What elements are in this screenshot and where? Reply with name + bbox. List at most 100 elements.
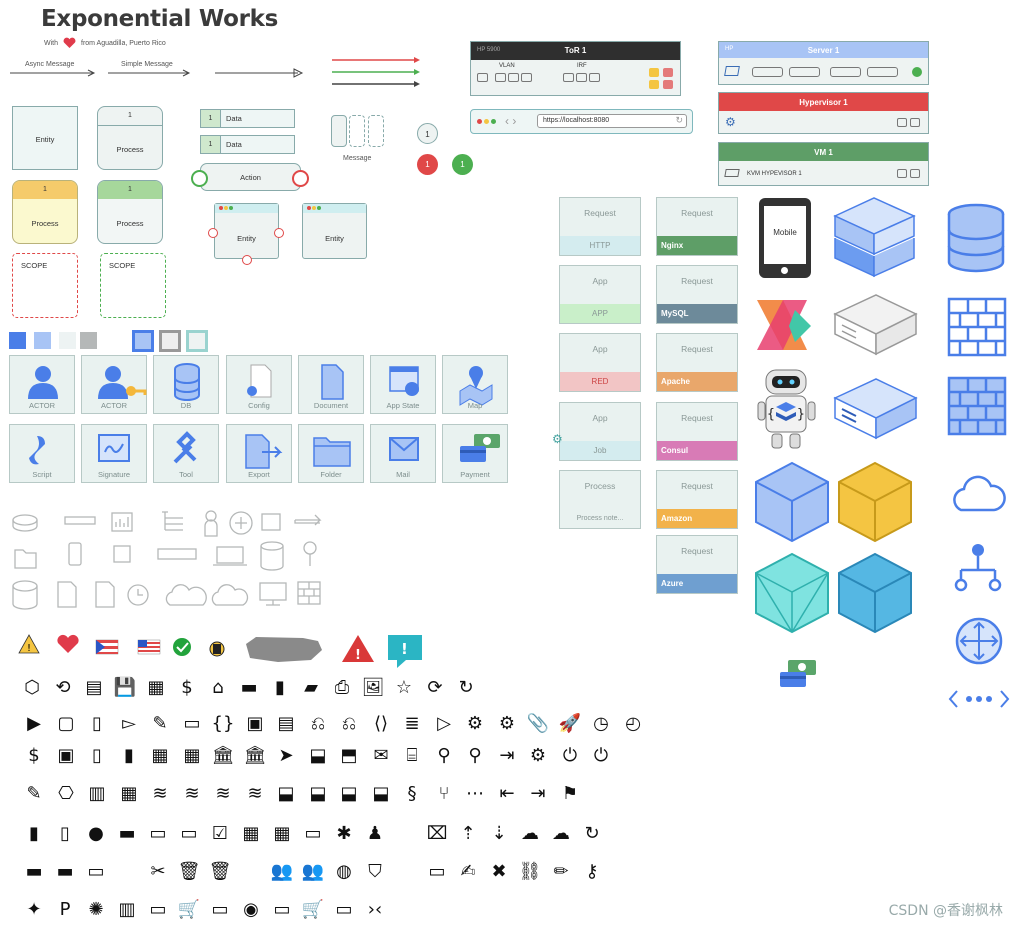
folder-outline-icon: [14, 549, 37, 569]
payment-icon: [460, 434, 500, 462]
toolbox-icon: ▬: [25, 861, 43, 882]
swatch-blue[interactable]: [9, 332, 26, 349]
reload-icon[interactable]: ↻: [675, 115, 683, 125]
card-label: App State: [386, 401, 420, 410]
db-card[interactable]: DB: [153, 355, 219, 414]
message-shape[interactable]: [368, 115, 384, 147]
action-label: Action: [240, 173, 261, 182]
sync-icon: ⟲: [55, 677, 71, 698]
app-logo-icon: [757, 300, 811, 350]
document-card[interactable]: Document: [298, 355, 364, 414]
process-box[interactable]: 1 Process: [97, 106, 163, 170]
badge-icon: ✺: [88, 899, 104, 920]
badge-green[interactable]: 1: [452, 154, 473, 175]
actor-key-card[interactable]: ACTOR: [81, 355, 147, 414]
back-forward-icon[interactable]: ‹ ›: [505, 114, 517, 128]
server-card[interactable]: HP Server 1: [718, 41, 929, 85]
port-bottom[interactable]: [242, 255, 252, 265]
pdf-icon: ⎌: [310, 713, 326, 734]
cloud-settings-icon: [211, 584, 249, 606]
process-box-yellow[interactable]: 1 Process: [12, 180, 78, 244]
export-card[interactable]: Export: [226, 424, 292, 483]
message-shape[interactable]: [331, 115, 347, 147]
entity-box[interactable]: Entity: [12, 106, 78, 170]
payment-card[interactable]: Payment: [442, 424, 508, 483]
db-stack-icon: ≋: [152, 783, 168, 804]
money-icon: $: [28, 745, 40, 766]
code-file-icon: {}: [211, 713, 235, 734]
vm-card[interactable]: VM 1 KVM HYPEVISOR 1: [718, 142, 929, 186]
entity-label: Entity: [325, 234, 344, 243]
data-row[interactable]: 1 Data: [200, 135, 295, 154]
swatch-light-blue[interactable]: [34, 332, 51, 349]
scope-red[interactable]: SCOPE: [12, 253, 78, 318]
tor-switch[interactable]: HP 5900 ToR 1 VLAN IRF: [470, 41, 681, 96]
browser-bar[interactable]: ‹ › https://localhost:8080 ↻: [470, 109, 693, 134]
trash-outline-icon: 🗑: [208, 861, 232, 882]
signature-card[interactable]: Signature: [81, 424, 147, 483]
folder-card[interactable]: Folder: [298, 424, 364, 483]
tool-card[interactable]: Tool: [153, 424, 219, 483]
mail-card[interactable]: Mail: [370, 424, 436, 483]
git-icon: ⑂: [438, 783, 450, 804]
cart-plus-icon: 🛒: [177, 899, 201, 920]
swatch-grey[interactable]: [80, 332, 97, 349]
server-tag: HP: [725, 46, 734, 52]
badge-red[interactable]: 1: [417, 154, 438, 175]
send-icon: ➤: [278, 745, 294, 766]
data-row[interactable]: 1 Data: [200, 109, 295, 128]
actor-icon: [28, 366, 58, 399]
swatch-outline-blue[interactable]: [132, 330, 154, 352]
app-state-card[interactable]: App State: [370, 355, 436, 414]
swatch-outline-teal[interactable]: [186, 330, 208, 352]
cloud-outline-icon: [165, 584, 207, 606]
action-end-port[interactable]: [292, 170, 309, 187]
tile-bar: HTTP: [560, 236, 640, 255]
swatch-pale[interactable]: [59, 332, 76, 349]
bookmark-solid-icon: ▮: [29, 823, 39, 844]
config-card[interactable]: Config: [226, 355, 292, 414]
heart-icon: [63, 37, 76, 48]
action-box[interactable]: Action: [200, 163, 301, 191]
network-port-icon: [261, 513, 281, 531]
process-label: Process: [116, 219, 144, 228]
code-doc-icon: ⟨⟩: [373, 713, 389, 734]
hypervisor-card[interactable]: Hypervisor 1 ⚙: [718, 92, 929, 134]
entity-window[interactable]: Entity: [214, 203, 279, 259]
script-icon: §: [407, 783, 417, 804]
port-right[interactable]: [274, 228, 284, 238]
actor-card[interactable]: ACTOR: [9, 355, 75, 414]
server-blue-icon: [833, 378, 918, 440]
cloud-outline-icon: ☁: [552, 823, 570, 844]
swatch-outline-grey[interactable]: [159, 330, 181, 352]
badge-grey[interactable]: 1: [417, 123, 438, 144]
port-left[interactable]: [208, 228, 218, 238]
url-field[interactable]: https://localhost:8080 ↻: [537, 114, 687, 128]
db-outline-icon: ≋: [215, 783, 231, 804]
scope-green[interactable]: SCOPE: [100, 253, 166, 318]
message-shape[interactable]: [349, 115, 365, 147]
process-box-green[interactable]: 1 Process: [97, 180, 163, 244]
entity-window[interactable]: Entity: [302, 203, 367, 259]
script-card[interactable]: Script: [9, 424, 75, 483]
alert-triangle-icon: [342, 635, 374, 662]
cloud-upload-icon: ⇡: [460, 823, 476, 844]
crest-icon: [209, 641, 225, 657]
map-card[interactable]: Map: [442, 355, 508, 414]
folder-icon: [313, 437, 351, 467]
tile-note: Process note...: [576, 515, 624, 522]
signature-icon: [98, 434, 130, 462]
action-start-port[interactable]: [191, 170, 208, 187]
comment-alt-icon: ▭: [180, 823, 198, 844]
